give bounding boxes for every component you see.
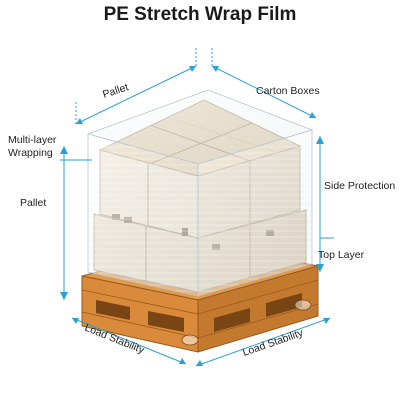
diagram-title: PE Stretch Wrap Film <box>103 4 297 25</box>
label-pallet-left: Pallet <box>20 197 46 209</box>
label-multilayer-line2: Wrapping <box>8 147 53 159</box>
label-side-protection: Side Protection <box>324 180 395 192</box>
stretch-film <box>86 89 314 297</box>
label-multilayer-line1: Multi-layer <box>8 134 57 146</box>
label-carton-boxes: Carton Boxes <box>256 85 320 97</box>
label-top-layer: Top Layer <box>318 249 365 261</box>
label-pallet-top: Pallet <box>101 81 130 101</box>
callout-lines <box>60 46 334 367</box>
